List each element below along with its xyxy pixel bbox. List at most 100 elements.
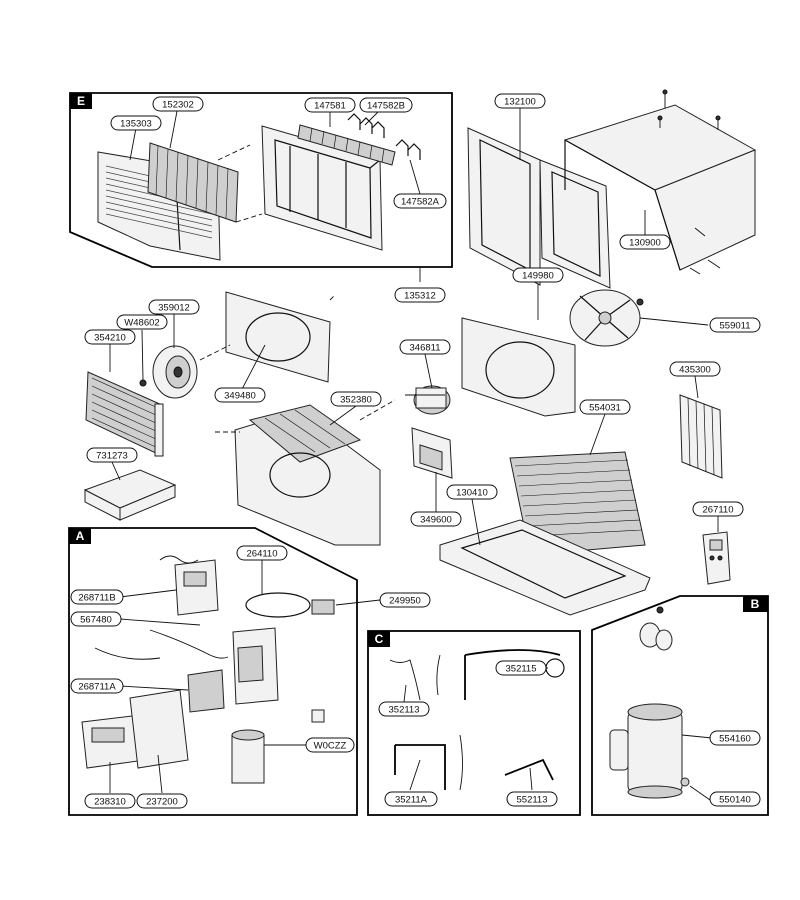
svg-text:135303: 135303 — [120, 119, 152, 130]
callout-352113: 352113 — [378, 701, 430, 717]
tube-352113 — [389, 659, 421, 701]
section-e-frame — [69, 92, 453, 268]
svg-text:130900: 130900 — [629, 238, 661, 249]
section-b-badge — [743, 596, 768, 612]
evaporator-coil — [85, 371, 164, 457]
callout-132100: 132100 — [494, 93, 546, 109]
louver-clips-a — [395, 139, 421, 160]
callout-559011: 559011 — [709, 317, 761, 333]
callout-264110: 264110 — [236, 545, 288, 561]
svg-text:552113: 552113 — [517, 795, 548, 806]
svg-text:346811: 346811 — [410, 343, 441, 354]
motor-mount-bracket — [411, 427, 453, 479]
callout-354210: 354210 — [84, 329, 136, 345]
callout-147582a: 147582A — [393, 193, 447, 209]
power-cord — [245, 592, 335, 618]
tube-352113-b — [436, 654, 441, 696]
section-c-badge — [368, 631, 390, 647]
svg-text:147582B: 147582B — [367, 101, 405, 112]
leader-lines — [109, 105, 719, 801]
svg-text:135312: 135312 — [404, 291, 436, 302]
svg-text:130410: 130410 — [456, 488, 488, 499]
air-filter — [147, 142, 239, 223]
condenser-fan-blade — [569, 289, 644, 347]
section-a-frame — [68, 527, 358, 816]
base-pan-lower — [439, 519, 651, 616]
svg-text:359012: 359012 — [158, 303, 190, 314]
svg-text:264110: 264110 — [247, 549, 278, 560]
orifice-panel — [199, 291, 336, 383]
callout-349600: 349600 — [410, 511, 462, 527]
callout-554160: 554160 — [709, 730, 761, 746]
control-panel-housing — [129, 689, 189, 769]
callout-554031: 554031 — [579, 399, 631, 415]
svg-text:554160: 554160 — [719, 734, 751, 745]
callout-130900: 130900 — [619, 234, 671, 250]
callout-135303: 135303 — [110, 115, 162, 131]
svg-text:554031: 554031 — [589, 403, 621, 414]
control-box — [174, 559, 219, 616]
wire-harness-top — [159, 555, 199, 564]
section-a-label: A — [76, 529, 85, 543]
callout-552113: 552113 — [506, 791, 558, 807]
svg-text:731273: 731273 — [96, 451, 128, 462]
wire-harness-567480 — [149, 629, 229, 659]
tube-35211a-b — [459, 734, 463, 791]
svg-text:352380: 352380 — [340, 395, 372, 406]
svg-text:567480: 567480 — [80, 615, 112, 626]
svg-text:267110: 267110 — [703, 505, 734, 516]
svg-text:152302: 152302 — [162, 100, 194, 111]
section-a-badge — [69, 528, 91, 544]
tube-352115-coil — [545, 658, 565, 678]
compressor-grommet — [680, 777, 690, 787]
svg-text:349480: 349480 — [224, 391, 256, 402]
callout-152302: 152302 — [152, 96, 204, 112]
tube-552113 — [504, 758, 554, 781]
compressor-terminal-cover — [639, 622, 673, 651]
callout-147582b: 147582B — [359, 97, 413, 113]
switch-housing — [232, 627, 279, 705]
cabinet-frame-gasket — [467, 127, 541, 286]
svg-text:35211A: 35211A — [395, 795, 428, 806]
svg-text:550140: 550140 — [719, 795, 751, 806]
callout-359012: 359012 — [148, 299, 200, 315]
svg-text:238310: 238310 — [94, 797, 126, 808]
svg-text:147582A: 147582A — [401, 197, 440, 208]
run-capacitor — [231, 729, 265, 784]
callout-w48602: W48602 — [116, 314, 168, 330]
section-c-frame — [367, 630, 581, 816]
blower-wheel — [152, 345, 198, 399]
svg-text:132100: 132100 — [504, 97, 536, 108]
callout-237200: 237200 — [136, 793, 188, 809]
compressor — [609, 703, 683, 799]
callout-567480: 567480 — [70, 611, 122, 627]
callout-731273: 731273 — [86, 447, 138, 463]
control-pcb — [187, 669, 225, 713]
svg-text:268711B: 268711B — [78, 593, 115, 604]
svg-text:W48602: W48602 — [124, 318, 159, 329]
svg-text:352113: 352113 — [389, 705, 420, 716]
section-e-badge — [70, 93, 92, 109]
callout-352380: 352380 — [330, 391, 382, 407]
packing-box — [83, 469, 177, 521]
tube-352115 — [464, 649, 561, 700]
callout-349480: 349480 — [214, 387, 266, 403]
section-e-label: E — [77, 94, 85, 108]
svg-text:149980: 149980 — [522, 271, 554, 282]
svg-text:249950: 249950 — [389, 596, 421, 607]
svg-text:435300: 435300 — [679, 365, 711, 376]
section-c-label: C — [375, 632, 384, 646]
callout-149980: 149980 — [512, 267, 564, 283]
svg-text:559011: 559011 — [720, 321, 751, 332]
cabinet-case — [563, 89, 757, 275]
callout-550140: 550140 — [709, 791, 761, 807]
callout-130410: 130410 — [446, 484, 498, 500]
callout-435300: 435300 — [669, 361, 721, 377]
front-panel-frame — [261, 125, 383, 251]
callout-352115: 352115 — [495, 660, 547, 676]
side-grille — [679, 394, 723, 479]
condenser-shroud — [461, 317, 576, 417]
capacitor-clip — [311, 709, 325, 723]
